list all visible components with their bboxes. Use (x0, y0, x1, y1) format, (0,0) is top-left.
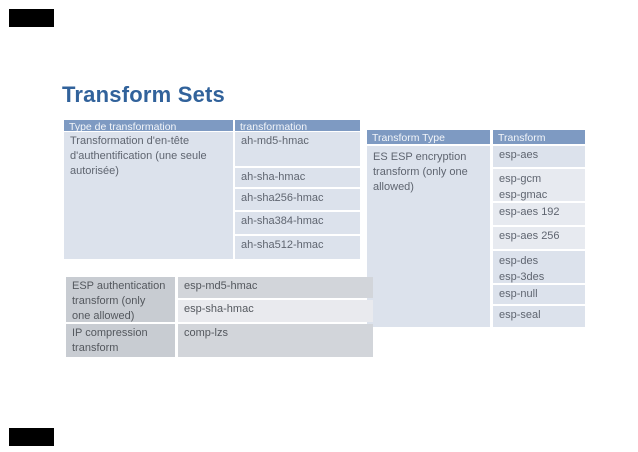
row-label: ES ESP encryption transform (only one al… (367, 146, 490, 327)
value-line: esp-des (499, 255, 539, 267)
row-label-line: Transformation d'en-tête (70, 135, 190, 147)
row-label-line: one allowed) (72, 310, 135, 322)
value-cell: ah-sha256-hmac (235, 189, 360, 210)
column-header: Transform (493, 130, 585, 144)
value-cell: ah-sha384-hmac (235, 212, 360, 234)
row-label-line: ES ESP encryption (373, 151, 467, 163)
row-label: Transformation d'en-tête d'authentificat… (64, 132, 233, 259)
column-header: Type de transformation (64, 120, 233, 131)
row-label-line: autorisée) (70, 165, 119, 177)
row-label-line: ESP authentication (72, 280, 166, 292)
table-ah-transforms: Type de transformation transformation Tr… (64, 120, 360, 259)
row-label-line: allowed) (373, 181, 414, 193)
row-label-line: transform (only one (373, 166, 468, 178)
value-cell: esp-seal (493, 306, 585, 327)
value-cell: esp-aes 192 (493, 203, 585, 225)
value-cell: esp-md5-hmac (178, 277, 373, 298)
row-label-line: IP compression (72, 327, 148, 339)
column-header: Transform Type (367, 130, 490, 144)
table-esp-auth-compression: ESP authentication transform (only one a… (66, 277, 373, 357)
slide-title: Transform Sets (62, 82, 225, 107)
redaction-bar-top (9, 9, 54, 27)
redaction-bar-bottom (9, 428, 54, 446)
value-cell: esp-gcm esp-gmac (493, 169, 585, 201)
value-cell: esp-aes (493, 146, 585, 167)
value-line: esp-gmac (499, 189, 548, 201)
table-esp-encryption: Transform Type Transform ES ESP encrypti… (367, 130, 585, 327)
row-label-line: transform (only (72, 295, 146, 307)
value-cell: ah-sha-hmac (235, 168, 360, 187)
row-label: ESP authentication transform (only one a… (66, 277, 175, 322)
value-cell: comp-lzs (178, 324, 373, 357)
value-line: esp-gcm (499, 173, 542, 185)
row-label: IP compression transform (66, 324, 175, 357)
value-cell: ah-sha512-hmac (235, 236, 360, 259)
row-label-line: transform (72, 342, 119, 354)
row-label-line: d'authentification (une seule (70, 150, 207, 162)
value-cell: esp-aes 256 (493, 227, 585, 249)
value-cell: esp-null (493, 285, 585, 304)
value-line: esp-3des (499, 271, 545, 283)
value-cell: esp-sha-hmac (178, 300, 373, 322)
value-cell: ah-md5-hmac (235, 132, 360, 166)
column-header: transformation (235, 120, 360, 131)
value-cell: esp-des esp-3des (493, 251, 585, 283)
